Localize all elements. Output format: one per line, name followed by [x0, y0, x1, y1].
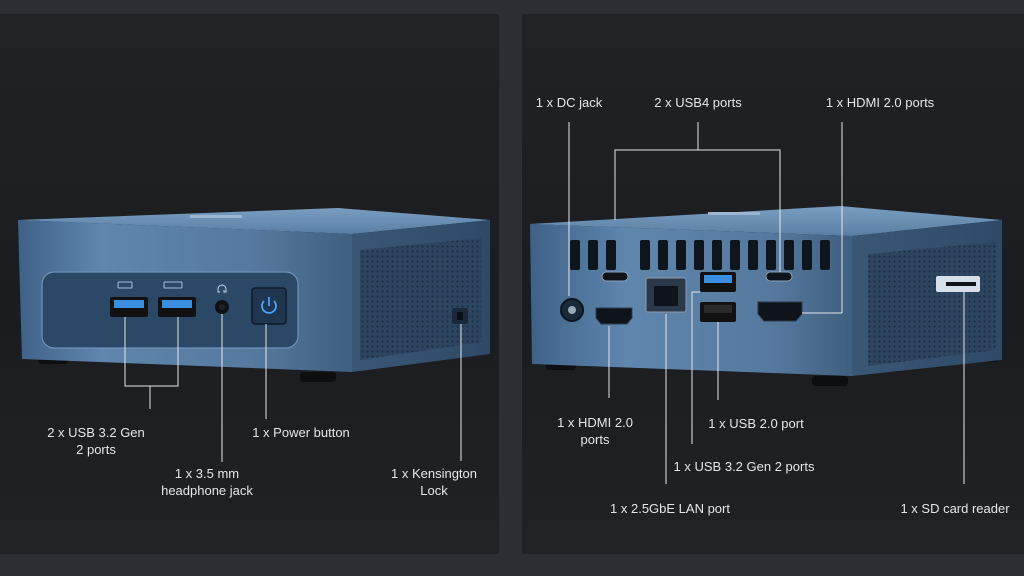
brand-logo: [708, 212, 760, 215]
hdmi-port-icon: [757, 301, 803, 322]
callout-dc-jack: 1 x DC jack: [535, 95, 603, 110]
usb4-port-icon: [601, 271, 629, 282]
front-view-device: [18, 208, 490, 462]
callout-usb32-gen2: 2 x USB 3.2 Gen 2 ports: [47, 425, 145, 457]
front-view-panel: 2 x USB 3.2 Gen 2 ports 1 x 3.5 mm headp…: [0, 14, 499, 554]
callout-kensington-lock: 1 x Kensington Lock: [390, 466, 478, 498]
usb-ss-logo: [163, 281, 183, 289]
callout-sd-reader: 1 x SD card reader: [900, 501, 1010, 516]
side-vent-mesh: [360, 238, 482, 360]
device-top-lid: [18, 208, 490, 234]
leader-lines: [568, 122, 965, 484]
device-foot: [812, 376, 848, 386]
power-symbol-icon: [261, 300, 277, 314]
callout-lan: 1 x 2.5GbE LAN port: [610, 501, 730, 516]
callout-power-button: 1 x Power button: [252, 425, 350, 440]
device-top-lid: [530, 206, 1002, 236]
usb-port-icon: [114, 300, 144, 308]
headphone-jack-icon: [219, 304, 225, 310]
rear-view-device: [530, 122, 1002, 484]
device-foot: [300, 372, 336, 382]
usb4-port-icon: [765, 271, 793, 282]
callout-hdmi-top: 1 x HDMI 2.0 ports: [825, 95, 935, 110]
callout-hdmi-bottom: 1 x HDMI 2.0 ports: [557, 415, 633, 447]
callout-usb20: 1 x USB 2.0 port: [708, 416, 804, 431]
leader-lines: [124, 314, 462, 462]
usb-ss-logo: [117, 281, 133, 289]
brand-logo: [190, 215, 242, 218]
hdmi-port-icon: [595, 307, 633, 325]
callout-usb32: 1 x USB 3.2 Gen 2 ports: [673, 459, 815, 474]
rear-view-panel: 1 x DC jack 2 x USB4 ports 1 x HDMI 2.0 …: [522, 14, 1024, 554]
usb-port-icon: [162, 300, 192, 308]
side-vent-mesh: [868, 242, 996, 366]
callout-usb4: 2 x USB4 ports: [654, 95, 742, 110]
headphone-symbol-icon: [217, 284, 227, 293]
callout-headphone-jack: 1 x 3.5 mm headphone jack: [161, 466, 253, 498]
rear-vent-slots: [570, 240, 830, 270]
